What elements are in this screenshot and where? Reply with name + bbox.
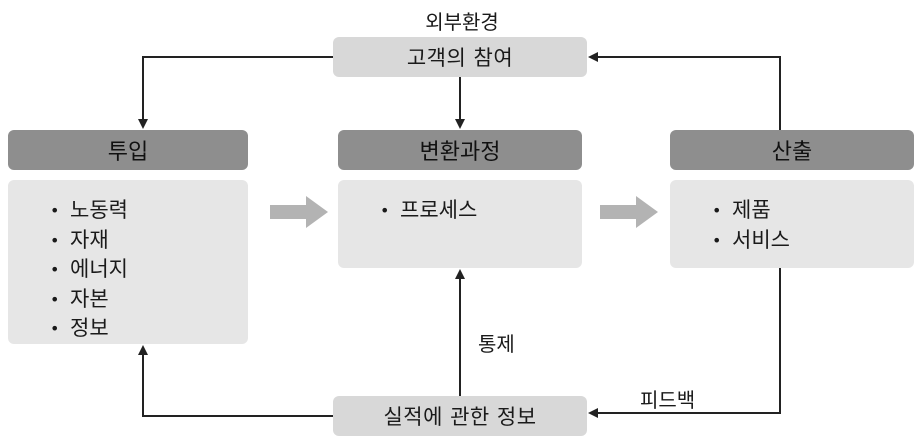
customer-participation-box: 고객의 참여 [333, 37, 587, 77]
list-item: 정보 [50, 314, 248, 344]
performance-info-box: 실적에 관한 정보 [333, 396, 587, 436]
list-item: 자재 [50, 226, 248, 256]
list-item: 프로세스 [380, 196, 582, 226]
transformation-to-output-flow-arrow [600, 196, 658, 228]
output-body: 제품 서비스 [670, 180, 914, 268]
input-header: 투입 [8, 130, 248, 170]
customer-participation-label: 고객의 참여 [406, 46, 514, 70]
transformation-header: 변환과정 [338, 130, 582, 170]
list-item: 서비스 [712, 226, 914, 256]
list-item: 자본 [50, 285, 248, 315]
performance-info-label: 실적에 관한 정보 [383, 405, 537, 429]
control-label: 통제 [478, 332, 515, 356]
transformation-header-label: 변환과정 [419, 140, 501, 165]
input-body: 노동력 자재 에너지 자본 정보 [8, 180, 248, 344]
input-list: 노동력 자재 에너지 자본 정보 [50, 196, 248, 344]
output-header-label: 산출 [771, 140, 813, 165]
feedback-arrow [588, 268, 781, 418]
transformation-body: 프로세스 [338, 180, 582, 268]
list-item: 에너지 [50, 255, 248, 285]
top-title: 외부환경 [425, 10, 499, 34]
output-to-customer-arrow [588, 52, 781, 130]
list-item: 제품 [712, 196, 914, 226]
feedback-label: 피드백 [640, 388, 696, 412]
input-header-label: 투입 [107, 140, 149, 165]
customer-to-input-arrow [138, 56, 333, 129]
list-item: 노동력 [50, 196, 248, 226]
input-to-transformation-flow-arrow [270, 196, 328, 228]
transformation-list: 프로세스 [380, 196, 582, 226]
output-header: 산출 [670, 130, 914, 170]
output-list: 제품 서비스 [712, 196, 914, 255]
info-to-input-arrow [138, 345, 333, 417]
